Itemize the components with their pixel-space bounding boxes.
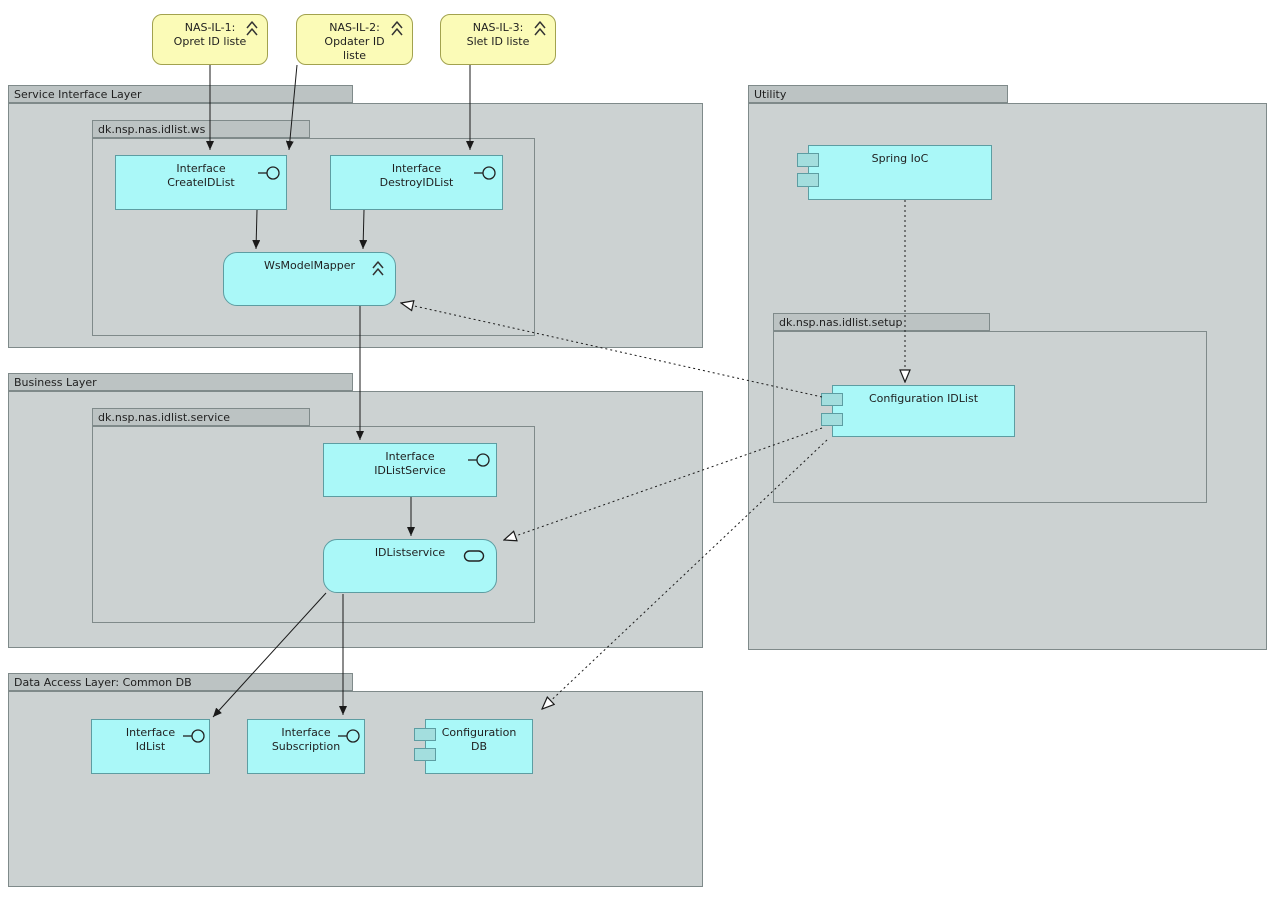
- interface-lollipop-icon: [336, 728, 362, 744]
- package-tab-ws[interactable]: dk.nsp.nas.idlist.ws: [92, 120, 310, 138]
- component-configuration-db[interactable]: Configuration DB: [425, 719, 533, 774]
- package-tab-service-interface-layer[interactable]: Service Interface Layer: [8, 85, 353, 103]
- component-label: Interface: [281, 726, 331, 739]
- component-label: Interface: [125, 726, 176, 739]
- component-interface-idlistservice[interactable]: Interface IDListService: [323, 443, 497, 497]
- component-label: DestroyIDList: [379, 176, 454, 189]
- interface-lollipop-icon: [256, 165, 282, 181]
- package-label: Service Interface Layer: [14, 88, 142, 101]
- component-label: Interface: [391, 162, 442, 175]
- note-line: Slet ID liste: [466, 35, 530, 48]
- component-interface-createidlist[interactable]: Interface CreateIDList: [115, 155, 287, 210]
- package-label: dk.nsp.nas.idlist.setup: [779, 316, 903, 329]
- component-port-icon: [797, 153, 819, 167]
- component-port-icon: [797, 173, 819, 187]
- component-label: DB: [470, 740, 488, 753]
- component-interface-subscription[interactable]: Interface Subscription: [247, 719, 365, 774]
- component-wsmodelmapper[interactable]: WsModelMapper: [223, 252, 396, 306]
- component-label: CreateIDList: [167, 176, 235, 189]
- component-label: Interface: [385, 450, 435, 463]
- component-port-icon: [821, 393, 843, 406]
- component-label: IdList: [135, 740, 166, 753]
- chevrons-up-icon: [533, 20, 547, 37]
- component-idlistservice[interactable]: IDListservice: [323, 539, 497, 593]
- note-line: Opdater ID: [324, 35, 385, 48]
- chevrons-up-icon: [371, 260, 385, 277]
- note-line: NAS-IL-2:: [329, 21, 380, 34]
- note-line: NAS-IL-1:: [184, 21, 236, 34]
- chevrons-up-icon: [390, 20, 404, 37]
- package-tab-data-access-layer[interactable]: Data Access Layer: Common DB: [8, 673, 353, 691]
- note-nas-il-2[interactable]: NAS-IL-2: Opdater ID liste: [296, 14, 413, 65]
- interface-lollipop-icon: [466, 452, 492, 468]
- package-label: Data Access Layer: Common DB: [14, 676, 192, 689]
- component-port-icon: [821, 413, 843, 426]
- package-tab-service[interactable]: dk.nsp.nas.idlist.service: [92, 408, 310, 426]
- component-label: Configuration IDList: [868, 392, 979, 405]
- component-label: WsModelMapper: [263, 259, 356, 272]
- package-tab-utility[interactable]: Utility: [748, 85, 1008, 103]
- note-nas-il-1[interactable]: NAS-IL-1: Opret ID liste: [152, 14, 268, 65]
- package-label: Utility: [754, 88, 787, 101]
- note-line: liste: [343, 49, 366, 62]
- component-label: Configuration: [441, 726, 517, 739]
- package-label: dk.nsp.nas.idlist.ws: [98, 123, 206, 136]
- component-label: IDListservice: [374, 546, 446, 559]
- component-label: Interface: [176, 162, 226, 175]
- stadium-icon: [463, 549, 485, 563]
- component-interface-idlist[interactable]: Interface IdList: [91, 719, 210, 774]
- note-line: Opret ID liste: [173, 35, 247, 48]
- note-line: NAS-IL-3:: [472, 21, 524, 34]
- note-nas-il-3[interactable]: NAS-IL-3: Slet ID liste: [440, 14, 556, 65]
- chevrons-up-icon: [245, 20, 259, 37]
- package-label: Business Layer: [14, 376, 97, 389]
- interface-lollipop-icon: [181, 728, 207, 744]
- package-tab-business-layer[interactable]: Business Layer: [8, 373, 353, 391]
- component-label: Subscription: [271, 740, 341, 753]
- component-label: Spring IoC: [871, 152, 929, 165]
- component-interface-destroyidlist[interactable]: Interface DestroyIDList: [330, 155, 503, 210]
- component-port-icon: [414, 728, 436, 741]
- component-port-icon: [414, 748, 436, 761]
- component-label: IDListService: [374, 464, 446, 477]
- component-configuration-idlist[interactable]: Configuration IDList: [832, 385, 1015, 437]
- package-tab-setup[interactable]: dk.nsp.nas.idlist.setup: [773, 313, 990, 331]
- component-spring-ioc[interactable]: Spring IoC: [808, 145, 992, 200]
- interface-lollipop-icon: [472, 165, 498, 181]
- package-label: dk.nsp.nas.idlist.service: [98, 411, 231, 424]
